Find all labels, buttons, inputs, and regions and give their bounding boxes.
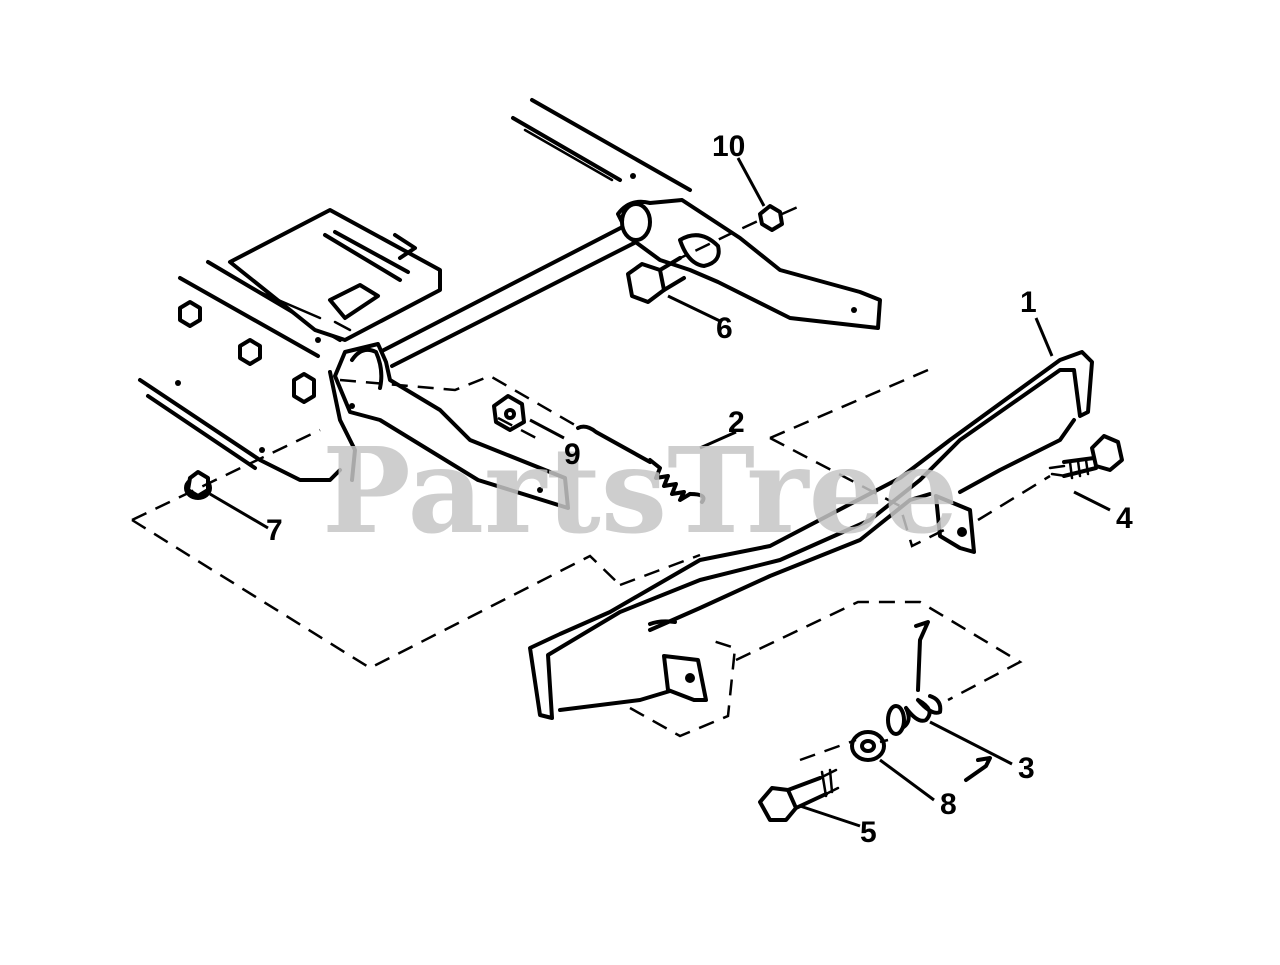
hex-bolt-4 [1048, 434, 1124, 480]
compression-spring [886, 620, 992, 782]
callout-8: 8 [940, 788, 957, 821]
hex-bolt-6 [626, 256, 686, 304]
watermark-text: PartsTree [322, 421, 959, 560]
rail-bolts [178, 300, 316, 404]
hanger-bracket-right [616, 198, 882, 330]
callout-3: 3 [1018, 752, 1035, 785]
assembly-dashed-lines [131, 204, 1051, 762]
callout-2: 2 [728, 406, 745, 439]
shoulder-bolt-5 [758, 768, 840, 822]
height-adjust-plate [228, 208, 442, 342]
callout-1: 1 [1020, 286, 1037, 319]
callout-10: 10 [712, 130, 745, 163]
cross-shaft [378, 216, 650, 368]
frame-rail-right [511, 98, 692, 192]
flat-washer-8 [850, 730, 886, 762]
hex-nut-9 [492, 394, 526, 432]
leader-lines [209, 157, 1111, 828]
callout-4: 4 [1116, 502, 1133, 535]
callout-5: 5 [860, 816, 877, 849]
callout-7: 7 [266, 514, 283, 547]
extension-spring [576, 424, 706, 504]
lock-nut-10 [758, 204, 784, 232]
front-hanger-bar [528, 350, 1094, 720]
callout-9: 9 [564, 438, 581, 471]
callout-6: 6 [716, 312, 733, 345]
